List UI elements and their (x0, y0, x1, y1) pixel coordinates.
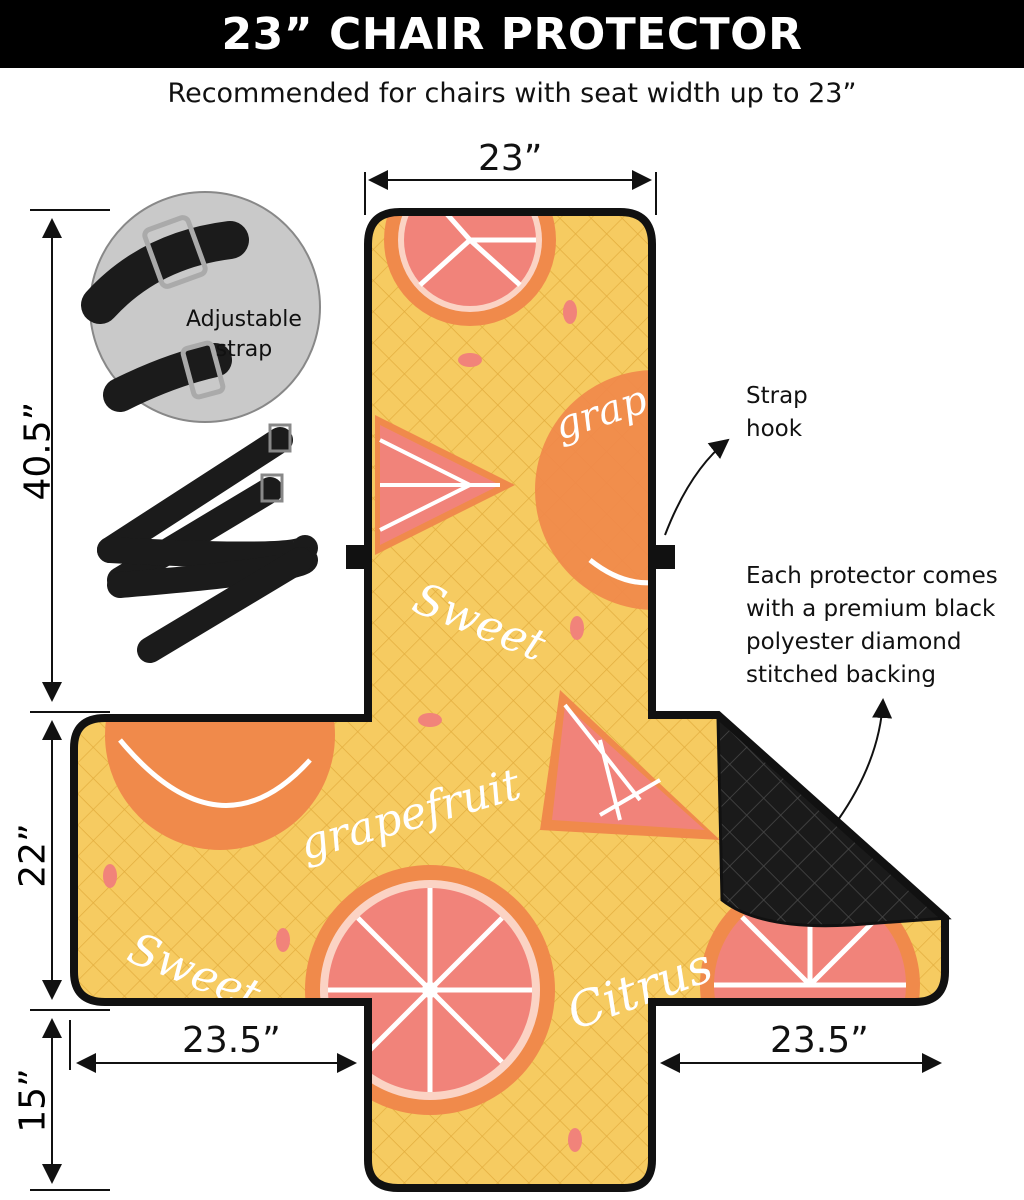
dim-front-flap: 15” (12, 1068, 54, 1133)
strap-inset-label: Adjustable strap (186, 305, 302, 365)
strap-inset (81, 191, 321, 423)
arrow-to-strap-hook (664, 438, 730, 536)
dim-back-width: 23” (478, 138, 543, 179)
backing-note-line1: Each protector comes (746, 563, 998, 589)
dim-left-arm: 23.5” (182, 1020, 281, 1061)
dim-back-height: 40.5” (17, 401, 59, 501)
strap-inset-label-line1: Adjustable (186, 307, 302, 332)
backing-note-line4: stitched backing (746, 662, 936, 688)
grapefruit-wedge-center (540, 690, 720, 840)
strap-hook-label-line2: hook (746, 416, 803, 442)
strap-hook-label: Strap hook (746, 380, 808, 446)
cover-fabric: Sweet grapefruit Citrus Sweet grapefruit (70, 208, 952, 1192)
dimension-lines (30, 170, 942, 1191)
grapefruit-slice-bottom (305, 865, 555, 1115)
backing-note-line3: polyester diamond (746, 629, 962, 655)
backing-note-line2: with a premium black (746, 596, 996, 622)
dim-right-arm: 23.5” (770, 1020, 869, 1061)
backing-note: Each protector comes with a premium blac… (746, 560, 998, 692)
loose-strap-image (97, 423, 318, 663)
page-title: 23” CHAIR PROTECTOR (0, 0, 1024, 68)
strap-hook-label-line1: Strap (746, 383, 808, 409)
grapefruit-slice-top (384, 212, 556, 326)
cover-outline (70, 208, 949, 1192)
page-title-text: 23” CHAIR PROTECTOR (221, 8, 803, 60)
grapefruit-seeds (103, 300, 584, 1152)
arrow-to-backing (837, 698, 893, 821)
grapefruit-wedge-mid (375, 415, 515, 555)
dim-seat-depth: 22” (12, 823, 54, 888)
strap-hook-right (655, 545, 675, 569)
strap-inset-label-line2: strap (215, 337, 273, 362)
callout-arrows (664, 438, 893, 821)
strap-hook-left (346, 545, 366, 569)
page-subtitle: Recommended for chairs with seat width u… (167, 78, 857, 109)
